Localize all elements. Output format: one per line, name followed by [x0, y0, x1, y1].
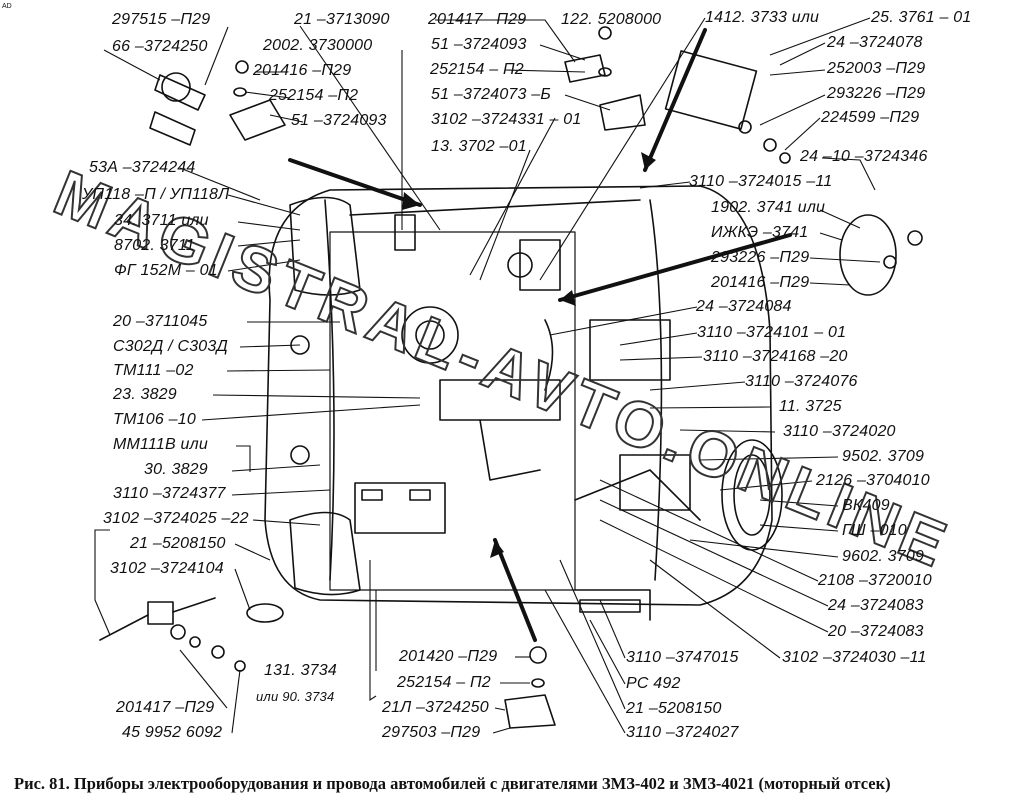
harness-left — [324, 199, 335, 581]
label-11-3725: 11. 3725 — [779, 398, 842, 415]
label-3110-3724020: 3110 –3724020 — [783, 423, 896, 440]
label-2002-3730000: 2002. 3730000 — [263, 37, 373, 54]
compartment-outline — [264, 185, 773, 606]
label-297503: 297503 –П29 — [382, 724, 481, 741]
label-224599: 224599 –П29 — [821, 109, 920, 126]
label-1902-3741: 1902. 3741 или — [711, 199, 826, 216]
label-293226-top: 293226 –П29 — [827, 85, 926, 102]
label-20-3724083: 20 –3724083 — [828, 623, 924, 640]
label-mm111v: ММ111В или — [113, 436, 208, 453]
label-3110-3724015: 3110 –3724015 –11 — [689, 173, 833, 190]
label-21-3713090: 21 –3713090 — [294, 11, 390, 28]
label-3110-3724076: 3110 –3724076 — [745, 373, 858, 390]
headlight-lower — [289, 511, 361, 596]
label-3110-3747015: 3110 –3747015 — [626, 649, 739, 666]
label-252154: 252154 –П2 — [269, 87, 359, 104]
label-201416-mid: 201416 –П29 — [711, 274, 810, 291]
label-20-3711045: 20 –3711045 — [113, 313, 208, 330]
label-8702-3711: 8702. 3711 — [114, 237, 195, 254]
label-24-10-3724346: 24 –10 –3724346 — [800, 148, 928, 165]
label-66-3724250: 66 –3724250 — [112, 38, 208, 55]
label-24-3724083: 24 –3724083 — [828, 597, 924, 614]
label-51-3724093-right: 51 –3724093 — [431, 36, 527, 53]
label-24-3724084: 24 –3724084 — [696, 298, 792, 315]
label-34-3711: 34. 3711 или — [114, 212, 209, 229]
label-3102-3724331: 3102 –3724331 – 01 — [431, 111, 582, 128]
label-297515: 297515 –П29 — [112, 11, 211, 28]
corner-mark: AD — [2, 3, 12, 10]
label-131-3734: 131. 3734 — [264, 662, 337, 679]
relay-block — [589, 319, 671, 381]
label-3102-3724104: 3102 –3724104 — [110, 560, 224, 577]
headlight-upper — [289, 196, 361, 296]
figure-caption: Рис. 81. Приборы электрооборудования и п… — [14, 774, 891, 793]
label-201417-bottom: 201417 –П29 — [116, 699, 215, 716]
label-rs492: РС 492 — [626, 675, 681, 692]
label-s302d: С302Д / С303Д — [113, 338, 228, 355]
label-1412-3733: 1412. 3733 или — [705, 9, 820, 26]
label-tm111: ТМ111 –02 — [113, 362, 194, 379]
battery — [354, 482, 446, 534]
label-201416: 201416 –П29 — [253, 62, 352, 79]
label-201420: 201420 –П29 — [399, 648, 498, 665]
label-23-3829: 23. 3829 — [113, 386, 177, 403]
ignition-relay — [664, 50, 758, 130]
label-252003: 252003 –П29 — [827, 60, 926, 77]
label-3110-3724101: 3110 –3724101 – 01 — [697, 324, 847, 341]
label-vk409: ВК409 — [842, 497, 890, 514]
label-3110-3724027: 3110 –3724027 — [626, 724, 739, 741]
label-fg152m: ФГ 152М – 01 — [114, 262, 218, 279]
harness-right — [649, 199, 663, 581]
label-252154-right: 252154 – П2 — [430, 61, 524, 78]
right-headlight — [721, 439, 783, 551]
label-21l-3724250: 21Л –3724250 — [382, 699, 489, 716]
label-up118: УП118 –П / УП118Л — [82, 186, 230, 203]
label-252154-bottom: 252154 – П2 — [397, 674, 491, 691]
label-9502-3709: 9502. 3709 — [842, 448, 925, 465]
label-21-5208150-left: 21 –5208150 — [130, 535, 226, 552]
label-2108-3720010: 2108 –3720010 — [818, 572, 932, 589]
label-45-9952-6092: 45 9952 6092 — [122, 724, 223, 741]
label-51-3724073: 51 –3724073 –Б — [431, 86, 551, 103]
label-201417-top: 201417 –П29 — [428, 11, 527, 28]
ignition-coil — [839, 214, 897, 296]
label-13-3702: 13. 3702 –01 — [431, 138, 527, 155]
label-24-3724078: 24 –3724078 — [827, 34, 923, 51]
label-2126-3704010: 2126 –3704010 — [816, 472, 930, 489]
label-3110-3724168: 3110 –3724168 –20 — [703, 348, 848, 365]
label-90-3734: или 90. 3734 — [256, 689, 335, 704]
label-122-5208000: 122. 5208000 — [561, 11, 662, 28]
label-9602-3709: 9602. 3709 — [842, 548, 925, 565]
label-tm106: ТМ106 –10 — [113, 411, 196, 428]
label-25-3761: 25. 3761 – 01 — [871, 9, 972, 26]
label-3110-3724377: 3110 –3724377 — [113, 485, 226, 502]
generator — [401, 306, 459, 364]
label-293226-mid: 293226 –П29 — [711, 249, 810, 266]
label-51-3724093-left: 51 –3724093 — [291, 112, 387, 129]
label-30-3829: 30. 3829 — [144, 461, 208, 478]
radiator-panel — [329, 231, 576, 591]
label-gsh010: ГШ –010 — [842, 522, 907, 539]
label-3102-3724030: 3102 –3724030 –11 — [782, 649, 927, 666]
label-21-5208150-bottom: 21 –5208150 — [626, 700, 722, 717]
harness-top — [349, 199, 641, 216]
label-3102-3724025: 3102 –3724025 –22 — [103, 510, 249, 527]
label-izhke-3741: ИЖКЭ –3741 — [711, 224, 809, 241]
label-53a-3724244: 53А –3724244 — [89, 159, 196, 176]
